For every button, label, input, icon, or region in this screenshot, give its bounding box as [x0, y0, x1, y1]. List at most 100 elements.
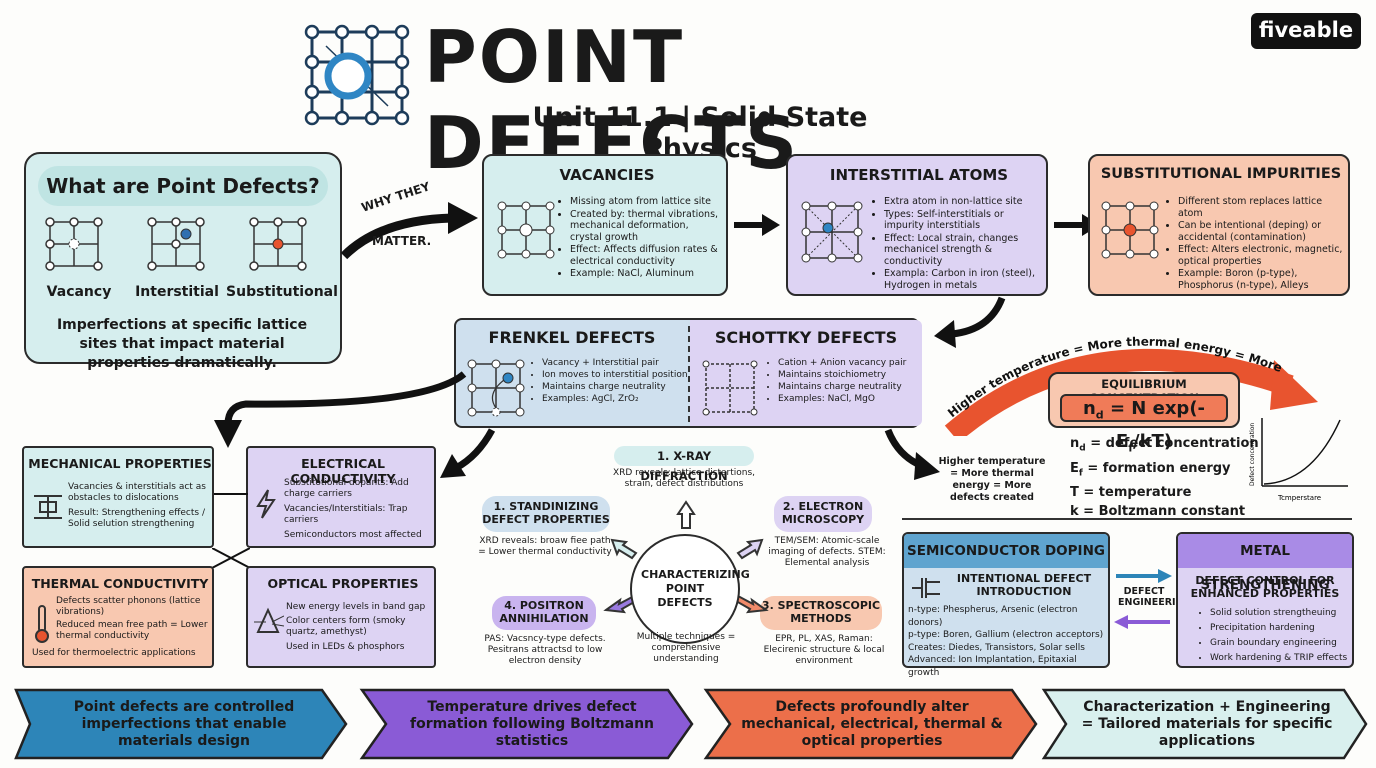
arrow-up-left-icon: [610, 538, 638, 560]
divider: [902, 518, 1352, 520]
interstitial-lattice-icon: [147, 217, 205, 271]
arrow-left-icon: [1114, 615, 1128, 629]
thermal-title: THERMAL CONDUCTIVITY: [31, 576, 209, 591]
optical-panel: OPTICAL PROPERTIES New energy levels in …: [246, 566, 436, 668]
electrical-panel: ELECTRICAL CONDUCTIVITY Substitotional d…: [246, 446, 436, 548]
doping-subtitle: INTENTIONAL DEFECT INTRODUCTION: [956, 572, 1092, 598]
page-subtitle: Unit 11.1 | Solid State Physics: [532, 102, 868, 164]
characterizing-center-label: CHARACTERIZING POINT DEFECTS: [641, 568, 750, 609]
vacancies-title: VACANCIES: [559, 166, 655, 184]
interstitial-diagram-icon: [801, 201, 863, 263]
positron-text: PAS: Vacsncy-type defects. Pesitrans att…: [484, 634, 606, 666]
metal-subtitle: DEFECT CONTROL FOR ENHANCED PROPERTIES: [1190, 574, 1340, 600]
intro-title: What are Point Defects?: [38, 166, 328, 206]
prism-icon: [254, 607, 284, 633]
standin-title: 1. STANDINIZING DEFECT PROPERTIES: [482, 496, 610, 532]
intro-panel: What are Point Defects? Vacancy Intersti…: [24, 152, 342, 371]
electron-text: TEM/SEM: Atomic-scale imaging of defects…: [768, 536, 886, 568]
vacancies-bullet: Missing atom from lattice site: [570, 196, 722, 208]
positron-title: 4. POSITRON ANNIHILATION: [492, 596, 596, 630]
brand-logo[interactable]: fiveable: [1251, 13, 1361, 49]
doping-line: p-type: Boren, Gallium (electron accepto…: [908, 630, 1104, 640]
equilibrium-def: k = Boltzmann constant: [1070, 504, 1246, 520]
why-label-2: MATTER.: [372, 234, 432, 248]
frenkel-title: FRENKEL DEFECTS: [488, 328, 656, 347]
engineering-arrows: [1114, 569, 1172, 629]
electrical-line: Semiconductors most affected: [284, 530, 422, 540]
equilibrium-def: nd = defect concentration: [1070, 436, 1259, 454]
vacancy-label: Vacancy: [46, 284, 112, 300]
graph-x-label: Tcmperstare: [1277, 494, 1321, 502]
frenkel-bullet: Examples: AgCl, ZrO₂: [542, 394, 688, 405]
frenkel-schottky-panel: FRENKEL DEFECTS SCHOTTKY DEFECTS Vacancy…: [454, 318, 922, 428]
optical-title: OPTICAL PROPERTIES: [267, 576, 419, 591]
connector-line: [214, 493, 248, 495]
frenkel-bullet: Ion moves to interstitial position: [542, 370, 688, 381]
vacancies-bullet: Created by: thermal vibrations, mechanic…: [570, 209, 722, 244]
optical-line: Used in LEDs & phosphors: [286, 642, 405, 652]
arrow-down-right-icon: [884, 428, 940, 480]
characterizing-arrows: [603, 500, 769, 614]
intro-text: Imperfections at specific lattice sites …: [56, 317, 308, 371]
lightning-icon: [256, 489, 276, 519]
arrow-up-right-icon: [736, 538, 764, 560]
mechanical-line: Result: Strengthening effects / Solid se…: [68, 508, 205, 529]
banner-1: Point defects are controlled imperfectio…: [73, 698, 295, 749]
metal-bullet: Precipitation hardening: [1210, 621, 1348, 635]
standin-text: XRD reveals: broaw fiee path = Lower the…: [478, 536, 612, 557]
electrical-line: Vacancies/Interstitials: Trap carriers: [284, 504, 408, 525]
transistor-icon: [912, 578, 940, 598]
doping-lines: n-type: Phespherus, Arsenic (electron do…: [908, 604, 1108, 679]
doping-line: n-type: Phespherus, Arsenic (electron do…: [908, 605, 1078, 628]
electrical-title: ELECTRICAL CONDUCTIVITY: [290, 456, 396, 486]
dislocation-icon: [34, 495, 62, 519]
interstitial-panel: INTERSTITIAL ATOMS Extra atom in non-lat…: [786, 154, 1048, 296]
banner-3: Defects profoundly alter mechanical, ele…: [741, 698, 1003, 749]
interstitial-title: INTERSTITIAL ATOMS: [829, 166, 1009, 184]
banner-2: Temperature drives defect formation foll…: [409, 698, 654, 749]
substitutional-bullet: Example: Boron (p-type), Phosphorus (n-t…: [1178, 268, 1344, 291]
substitutional-title: SUBSTITUTIONAL IMPURITIES: [1100, 166, 1342, 182]
curved-arrow-icon: [934, 296, 1006, 348]
metal-list: Solid solution strengtheuing Precipitati…: [1196, 606, 1348, 666]
schottky-bullet: Maintains stoichiometry: [778, 370, 918, 381]
substitutional-bullet: Can be intentional (deping) or accidenta…: [1178, 220, 1344, 243]
arrow-up-icon: [676, 500, 696, 529]
schottky-bullet: Cation + Anion vacancy pair: [778, 358, 918, 369]
substitutional-list: Different stom replaces lattice atom Can…: [1164, 196, 1344, 292]
optical-line: Color centers form (smoky quartz, amethy…: [286, 616, 406, 637]
equilibrium-def: Ef = formation energy: [1070, 460, 1231, 479]
vacancies-list: Missing atom from lattice site Created b…: [556, 196, 722, 281]
interstitial-label: Interstitial: [135, 284, 219, 300]
spectro-text: EPR, PL, XAS, Raman: Elecirenic structur…: [763, 634, 885, 666]
arrow-right-icon: [1158, 569, 1172, 583]
substitutional-lattice-icon: [249, 217, 307, 271]
lattice-logo-icon: [304, 24, 410, 126]
thermometer-icon: [35, 605, 49, 643]
frenkel-list: Vacancy + Interstitial pair Ion moves to…: [528, 358, 688, 406]
metal-bullet: Solid solution strengtheuing: [1210, 606, 1348, 620]
thermal-line: Used for thermoelectric applications: [32, 648, 196, 658]
substitutional-panel: SUBSTITUTIONAL IMPURITIES Different stom…: [1088, 154, 1350, 296]
arrow-down-left-icon: [440, 428, 496, 478]
schottky-list: Cation + Anion vacancy pair Maintains st…: [764, 358, 918, 406]
schottky-diagram-icon: [702, 360, 758, 416]
mechanical-panel: MECHANICAL PROPERTIES Vacancies & inters…: [22, 446, 214, 548]
interstitial-list: Extra atom in non-lattice site Types: Se…: [870, 196, 1042, 292]
characterizing-note: Multiple techniques = comprehensive unde…: [636, 632, 736, 664]
substitutional-diagram-icon: [1101, 201, 1159, 259]
banner-4: Characterization + Engineering = Tailore…: [1081, 698, 1333, 749]
why-matter-arrow-icon: [340, 202, 478, 260]
interstitial-bullet: Extra atom in non-lattice site: [884, 196, 1042, 208]
doping-line: Creates: Diedes, Transistors, Solar sell…: [908, 642, 1085, 653]
page-title: POINT DEFECTS: [424, 15, 800, 185]
frenkel-bullet: Vacancy + Interstitial pair: [542, 358, 688, 369]
frenkel-diagram-icon: [467, 359, 525, 417]
xray-text: XRD reveals: lattice distertions, strain…: [612, 468, 756, 489]
vacancy-diagram-icon: [497, 201, 555, 259]
characterizing-center: CHARACTERIZING POINT DEFECTS: [630, 534, 750, 644]
metal-panel: METAL STRENGTHENING DEFECT CONTROL FOR E…: [1176, 532, 1354, 668]
electron-title: 2. ELECTRON MICROSCOPY: [774, 496, 872, 532]
spectro-title: 3. SPECTROSCOPIC METHODS: [760, 596, 882, 630]
equilibrium-defs: nd = defect concentration Ef = formation…: [1070, 434, 1259, 521]
